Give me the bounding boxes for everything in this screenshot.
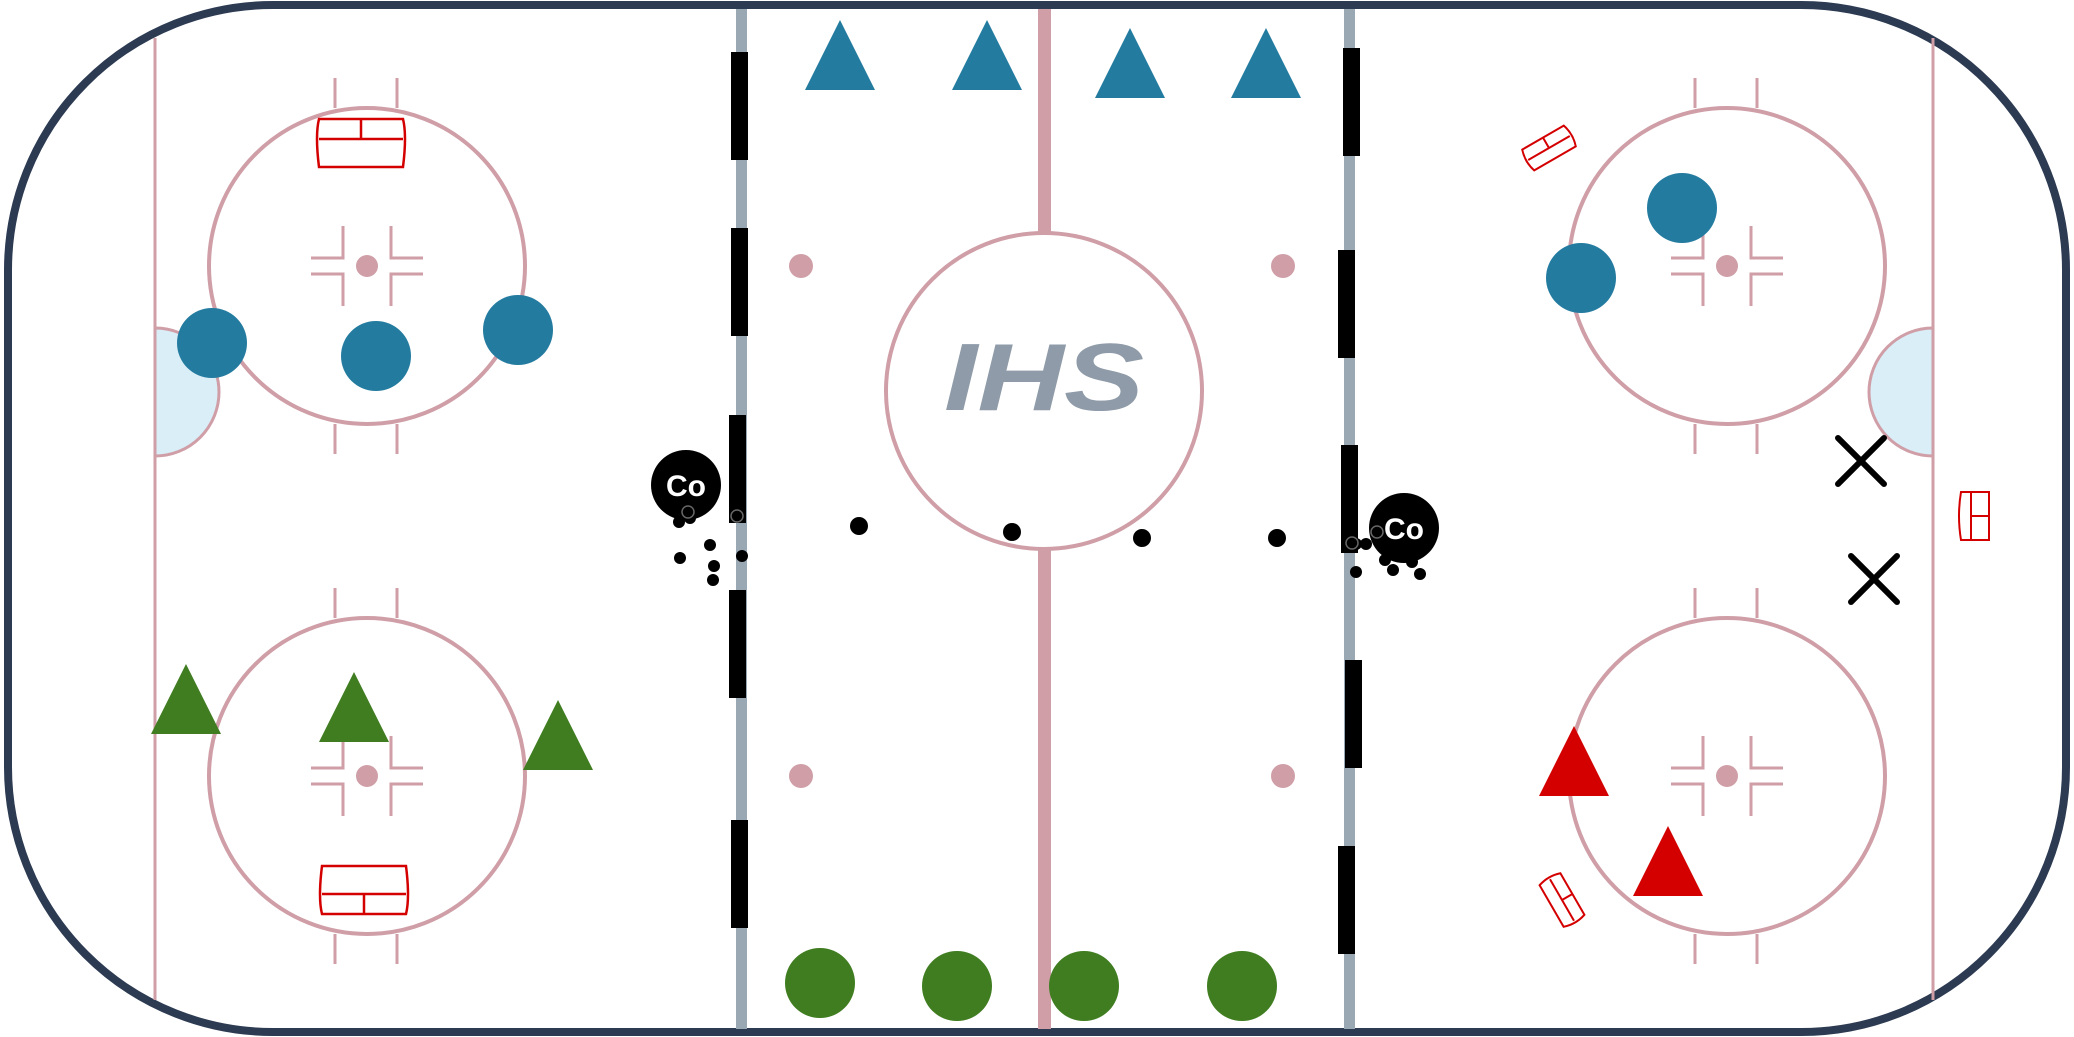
blue-circle-player	[483, 295, 553, 365]
blue-triangle-player	[952, 20, 1022, 90]
cone	[1338, 846, 1355, 954]
coach-left-label: Co	[666, 470, 706, 503]
cone	[1338, 250, 1355, 358]
green-circle-player	[922, 951, 992, 1021]
neutral-dot-bottom-right	[1271, 764, 1295, 788]
blue-circle-player	[1546, 243, 1616, 313]
puck	[1268, 529, 1286, 547]
green-triangle-player	[151, 664, 221, 734]
cone	[731, 52, 748, 160]
net-icon-right-bottom	[1538, 872, 1586, 928]
neutral-dot-top-left	[789, 254, 813, 278]
coach-left-marker	[651, 450, 721, 520]
logo-text: IHS	[944, 324, 1144, 431]
x-marker	[1848, 553, 1900, 605]
red-triangle-players	[1539, 726, 1703, 896]
green-triangle-player	[319, 672, 389, 742]
green-circle-player	[785, 948, 855, 1018]
blue-circle-players	[177, 173, 1717, 391]
puck	[850, 517, 868, 535]
cone	[729, 590, 746, 698]
cones-right-blue-line	[1338, 48, 1362, 954]
green-circle-players	[785, 948, 1277, 1021]
cone	[729, 415, 746, 523]
coach-right-label: Co	[1384, 513, 1424, 546]
cone	[1343, 48, 1360, 156]
coach-left-group: Co	[651, 450, 748, 586]
blue-circle-player	[1647, 173, 1717, 243]
blue-triangle-player	[805, 20, 875, 90]
blue-triangle-players	[805, 20, 1301, 98]
blue-triangle-player	[1231, 28, 1301, 98]
center-ice-logo: IHS	[944, 324, 1144, 431]
green-triangle-players	[151, 664, 593, 770]
puck-pile-right	[1345, 525, 1426, 580]
cone	[1345, 660, 1362, 768]
green-triangle-player	[523, 700, 593, 770]
cone	[731, 820, 748, 928]
net-icon-right-top	[1521, 124, 1577, 172]
center-pucks	[850, 517, 1286, 547]
x-marker	[1835, 435, 1887, 487]
cone	[1341, 445, 1358, 553]
puck	[1133, 529, 1151, 547]
puck-pile-left	[673, 505, 748, 586]
neutral-dot-bottom-left	[789, 764, 813, 788]
puck	[1003, 523, 1021, 541]
green-circle-player	[1207, 951, 1277, 1021]
green-circle-player	[1049, 951, 1119, 1021]
red-triangle-player	[1539, 726, 1609, 796]
coach-right-group: Co	[1345, 493, 1439, 580]
red-triangle-player	[1633, 826, 1703, 896]
right-goal-crease	[1867, 326, 1935, 458]
center-faceoff-circle	[884, 231, 1204, 551]
x-markers	[1835, 435, 1900, 605]
cones-left-blue-line	[729, 52, 748, 928]
neutral-dot-top-right	[1271, 254, 1295, 278]
cone	[731, 228, 748, 336]
blue-circle-player	[177, 308, 247, 378]
net-icon-right-goal	[1958, 491, 1990, 541]
blue-circle-player	[341, 321, 411, 391]
blue-triangle-player	[1095, 28, 1165, 98]
